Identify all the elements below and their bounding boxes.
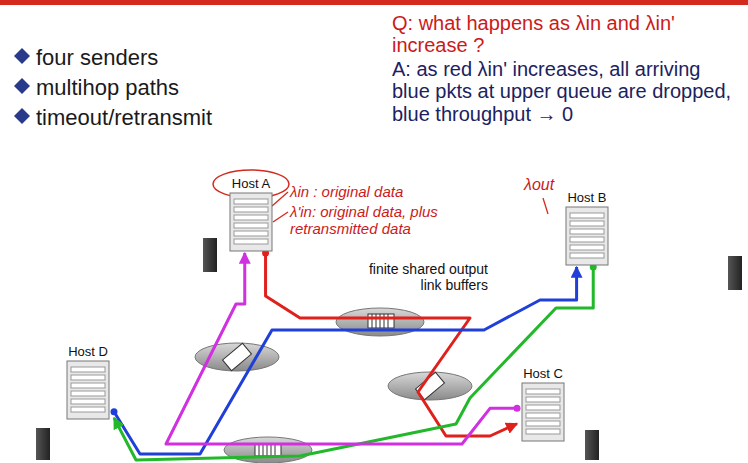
server-towers (36, 238, 742, 460)
top-band (0, 0, 748, 5)
annotation: λin : original data (290, 184, 490, 201)
flow-line (166, 253, 517, 444)
bullet-glyphs (14, 48, 30, 124)
bullet-text: timeout/retransmit (36, 106, 336, 131)
host-label: Host B (565, 190, 608, 205)
host-node: Host D (62, 344, 114, 421)
annotation: A: as red λin' increases, all arriving b… (392, 58, 742, 125)
flow-line (266, 253, 517, 436)
flow-line (114, 267, 593, 460)
sender-dot (111, 408, 118, 415)
annotation: λ'in: original data, plus retransmitted … (290, 204, 468, 238)
bullet-text: four senders (36, 46, 336, 71)
host-node: Host C (517, 366, 569, 443)
host-icon (520, 381, 566, 443)
host-icon (228, 191, 274, 253)
annotation: finite shared output link buffers (352, 262, 488, 293)
host-node: Host A (225, 176, 277, 253)
host-label: Host C (521, 366, 565, 381)
host-node: Host B (561, 190, 613, 267)
annotation: Q: what happens as λin and λin' increase… (392, 12, 742, 57)
sender-dot (514, 405, 521, 412)
host-icon (564, 205, 610, 267)
bullet-text: multihop paths (36, 76, 336, 101)
host-label: Host A (230, 176, 272, 191)
host-icon (65, 359, 111, 421)
host-label: Host D (66, 344, 110, 359)
